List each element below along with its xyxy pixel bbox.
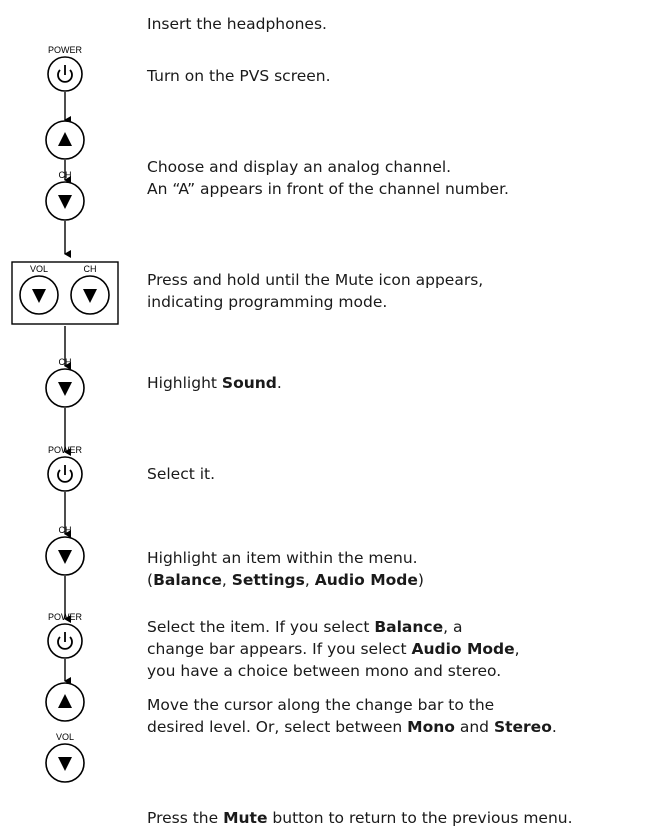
bold-term: Mono — [407, 718, 455, 736]
step-text-segment: change bar appears. If you select — [147, 640, 412, 658]
step-text-segment: . — [551, 718, 557, 736]
remote-button — [45, 120, 85, 160]
step-text: change bar appears. If you select Audio … — [147, 639, 520, 659]
step-text: Choose and display an analog channel. — [147, 157, 451, 177]
bold-term: Balance — [374, 618, 444, 636]
step-text: Highlight an item within the menu. — [147, 548, 418, 568]
step-text-segment: and — [454, 718, 494, 736]
power-icon — [57, 632, 73, 650]
step-text-segment: Press the — [147, 809, 224, 827]
remote-button: POWER — [47, 45, 83, 92]
step-text: Move the cursor along the change bar to … — [147, 695, 494, 715]
bold-term: Balance — [153, 571, 222, 589]
down-triangle-icon — [83, 289, 97, 303]
remote-button: VOL — [19, 264, 59, 315]
step-text-segment: ) — [417, 571, 424, 589]
step-text-segment: An “A” appears in front of the channel n… — [147, 180, 509, 198]
button-label: CH — [59, 357, 72, 367]
up-triangle-icon — [58, 132, 72, 146]
step-text: indicating programming mode. — [147, 292, 387, 312]
step-text: you have a choice between mono and stere… — [147, 661, 501, 681]
step-text-segment: Turn on the PVS screen. — [147, 67, 331, 85]
remote-button — [45, 682, 85, 722]
step-text: Select it. — [147, 464, 215, 484]
step-text-segment: you have a choice between mono and stere… — [147, 662, 502, 680]
button-flow-chart: POWER CH VOL CH CH POWER CH POWER VOL — [11, 45, 119, 783]
step-text-segment: Move the cursor along the change bar to … — [147, 696, 495, 714]
step-text-segment: Select the item. If you select — [147, 618, 375, 636]
button-group-box — [11, 261, 119, 325]
down-triangle-icon — [58, 757, 72, 771]
bold-term: Settings — [231, 571, 305, 589]
step-text: Press the Mute button to return to the p… — [147, 808, 573, 828]
step-text-segment: button to return to the previous menu. — [267, 809, 573, 827]
button-label: POWER — [48, 612, 83, 622]
step-text-segment: Highlight — [147, 374, 222, 392]
button-label: CH — [84, 264, 97, 274]
power-icon — [57, 65, 73, 83]
step-text-segment: ( — [147, 571, 154, 589]
step-text-segment: , a — [443, 618, 463, 636]
step-text-segment: Insert the headphones. — [147, 15, 327, 33]
step-text-segment: , — [514, 640, 520, 658]
down-triangle-icon — [58, 195, 72, 209]
step-text: desired level. Or, select between Mono a… — [147, 717, 557, 737]
bold-term: Mute — [223, 809, 268, 827]
step-text: Highlight Sound. — [147, 373, 282, 393]
step-text-segment: Choose and display an analog channel. — [147, 158, 452, 176]
step-text: An “A” appears in front of the channel n… — [147, 179, 509, 199]
remote-button: VOL — [45, 732, 85, 783]
down-triangle-icon — [32, 289, 46, 303]
step-text-segment: Highlight an item within the menu. — [147, 549, 418, 567]
bold-term: Stereo — [493, 718, 552, 736]
remote-button: CH — [45, 357, 85, 408]
button-label: VOL — [30, 264, 48, 274]
down-triangle-icon — [58, 382, 72, 396]
bold-term: Audio Mode — [411, 640, 515, 658]
step-text-segment: desired level. Or, select between — [147, 718, 408, 736]
remote-button: CH — [45, 170, 85, 221]
bold-term: Audio Mode — [314, 571, 418, 589]
step-text-segment: Select it. — [147, 465, 216, 483]
remote-button: POWER — [47, 612, 83, 659]
button-label: POWER — [48, 445, 83, 455]
remote-button: CH — [70, 264, 110, 315]
step-text: Turn on the PVS screen. — [147, 66, 331, 86]
step-text-segment: , — [304, 571, 315, 589]
step-text-segment: , — [221, 571, 232, 589]
button-label: VOL — [56, 732, 74, 742]
button-label: POWER — [48, 45, 83, 55]
down-triangle-icon — [58, 550, 72, 564]
step-text: Select the item. If you select Balance, … — [147, 617, 462, 637]
up-triangle-icon — [58, 694, 72, 708]
step-text: (Balance, Settings, Audio Mode) — [147, 570, 424, 590]
remote-button: POWER — [47, 445, 83, 492]
bold-term: Sound — [221, 374, 277, 392]
step-text: Press and hold until the Mute icon appea… — [147, 270, 483, 290]
power-icon — [57, 465, 73, 483]
button-label: CH — [59, 525, 72, 535]
step-text-segment: . — [276, 374, 282, 392]
remote-button: CH — [45, 525, 85, 576]
step-text: Insert the headphones. — [147, 14, 327, 34]
step-text-segment: Press and hold until the Mute icon appea… — [147, 271, 484, 289]
button-label: CH — [59, 170, 72, 180]
step-text-segment: indicating programming mode. — [147, 293, 388, 311]
